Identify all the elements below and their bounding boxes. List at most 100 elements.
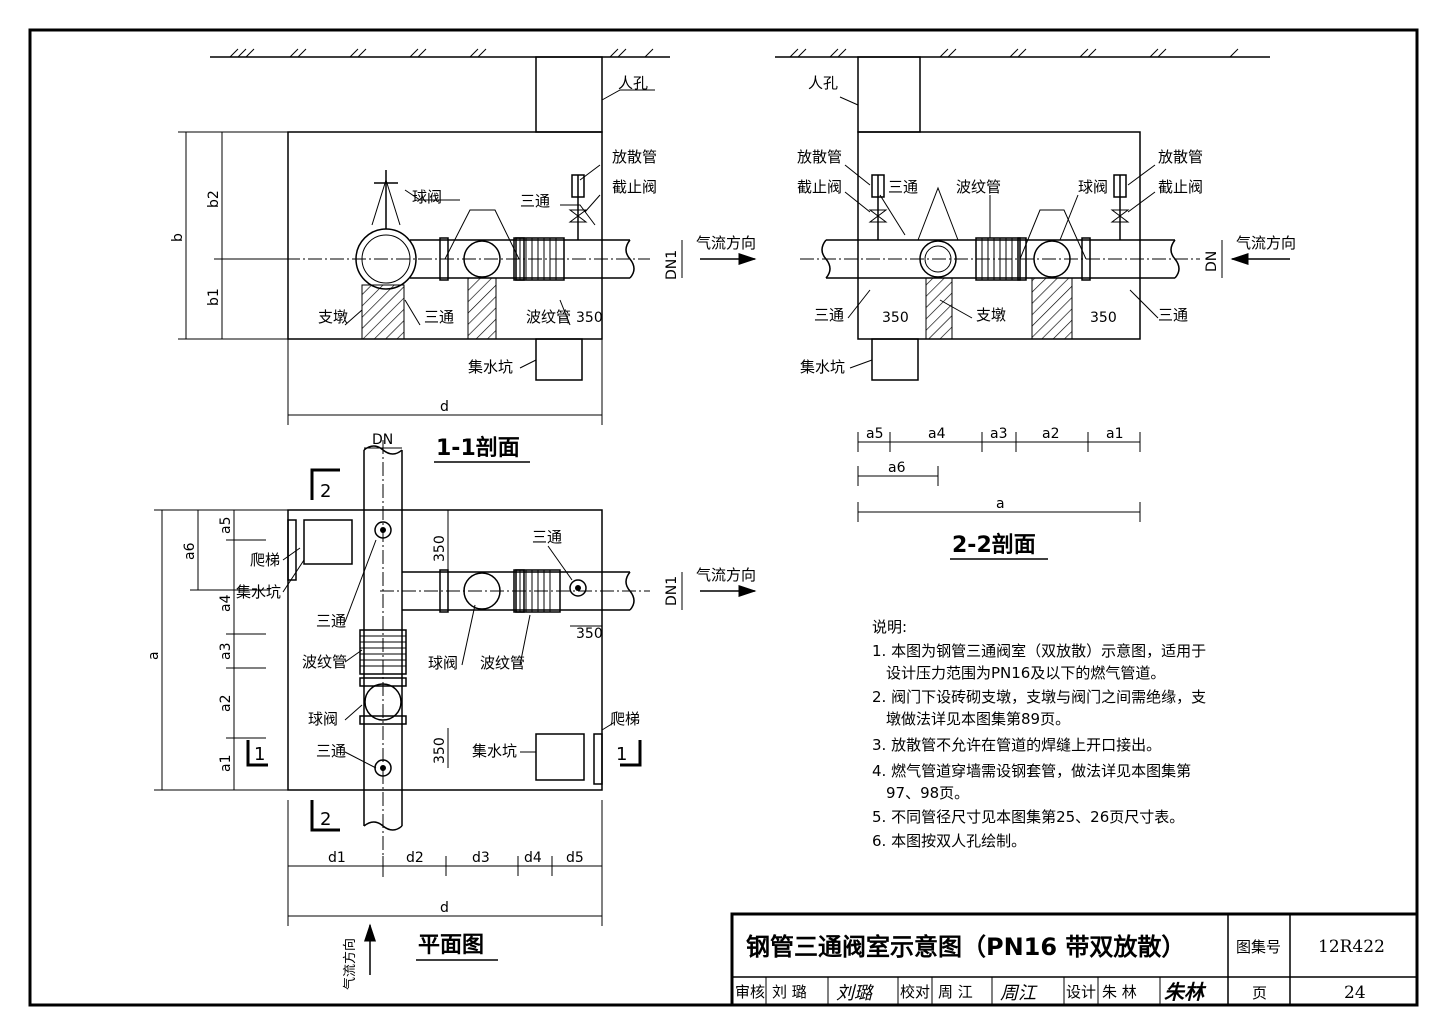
- title-section-1-1: 1-1剖面: [436, 435, 520, 461]
- page-value: 24: [1344, 983, 1366, 1003]
- label-stop-valve: 截止阀: [612, 178, 657, 196]
- section-1-1: 人孔 放散管 截止阀 球阀 三通 支墩 三通 波纹管 350 集水坑 气流方向 …: [170, 48, 757, 463]
- label-vent-pipe-right: 放散管: [1158, 148, 1203, 166]
- label-bellows: 波纹管: [526, 308, 571, 326]
- check-signature: 周江: [1000, 983, 1038, 1004]
- note-line: 6. 本图按双人孔绘制。: [872, 832, 1026, 850]
- sump-bottom: [535, 733, 585, 781]
- cut-mark-1-left: 1: [254, 744, 265, 765]
- dim-d1: d1: [328, 850, 346, 866]
- check-name: 周 江: [938, 983, 973, 1001]
- label-sump: 集水坑: [800, 358, 845, 376]
- label-manhole: 人孔: [808, 74, 838, 92]
- cut-mark-1-right: 1: [616, 744, 627, 765]
- label-support: 支墩: [318, 308, 348, 326]
- dim-b: b: [170, 233, 186, 242]
- dim-d2: d2: [406, 850, 424, 866]
- review-label: 审核: [735, 983, 765, 1001]
- dim-a4: a4: [218, 594, 234, 612]
- dim-d4: d4: [524, 850, 542, 866]
- label-support: 支墩: [976, 306, 1006, 324]
- sump-pit: [871, 338, 919, 381]
- label-tee: 三通: [316, 612, 346, 630]
- notes-heading: 说明:: [872, 618, 907, 636]
- cut-mark-2-bottom: 2: [320, 809, 331, 830]
- cut-mark-2-top: 2: [320, 481, 331, 502]
- label-bellows: 波纹管: [480, 654, 525, 672]
- label-tee: 三通: [316, 742, 346, 760]
- label-tee-right: 三通: [1158, 306, 1188, 324]
- dim-a4: a4: [928, 426, 946, 442]
- page-label: 页: [1252, 984, 1267, 1002]
- label-flow-direction: 气流方向: [1236, 234, 1296, 252]
- note-line: 2. 阀门下设砖砌支墩，支墩与阀门之间需绝缘，支: [872, 688, 1206, 706]
- dim-b1: b1: [206, 288, 222, 306]
- label-vent-pipe: 放散管: [612, 148, 657, 166]
- notes: 说明: 1. 本图为钢管三通阀室（双放散）示意图，适用于 设计压力范围为PN16…: [872, 618, 1206, 850]
- design-signature: 朱林: [1164, 980, 1207, 1004]
- support-pier: [361, 284, 405, 340]
- note-line: 1. 本图为钢管三通阀室（双放散）示意图，适用于: [872, 642, 1206, 660]
- label-ball-valve: 球阀: [1078, 178, 1108, 196]
- support-pier: [925, 277, 953, 340]
- dim-350: 350: [576, 626, 603, 642]
- dim-d5: d5: [566, 850, 584, 866]
- section-2-2: 人孔 放散管 放散管 截止阀 截止阀 三通 波纹管 球阀 三通 350 支墩 3…: [775, 48, 1296, 560]
- design-label: 设计: [1066, 983, 1096, 1001]
- dim-a6: a6: [182, 542, 198, 560]
- dim-b2: b2: [206, 190, 222, 208]
- drawing-title: 钢管三通阀室示意图（PN16 带双放散）: [746, 933, 1185, 961]
- label-ball-valve: 球阀: [412, 188, 442, 206]
- label-manhole: 人孔: [618, 74, 648, 92]
- chamber-section-1-1: [287, 131, 603, 340]
- label-vent-pipe-left: 放散管: [797, 148, 842, 166]
- label-flow-direction: 气流方向: [696, 566, 756, 584]
- label-sump: 集水坑: [468, 358, 513, 376]
- dim-a3: a3: [990, 426, 1008, 442]
- dim-dn: DN: [372, 432, 393, 448]
- label-tee-left: 三通: [814, 306, 844, 324]
- note-line: 3. 放散管不允许在管道的焊缝上开口接出。: [872, 736, 1161, 754]
- dim-a: a: [146, 651, 162, 660]
- dim-a2: a2: [1042, 426, 1060, 442]
- dim-a2: a2: [218, 695, 234, 713]
- dim-dn: DN: [1204, 251, 1220, 272]
- title-block: 钢管三通阀室示意图（PN16 带双放散） 图集号 12R422 页 24 审核 …: [730, 912, 1419, 1007]
- sump-top: [303, 519, 353, 565]
- dim-a3: a3: [218, 643, 234, 661]
- dim-350: 350: [432, 535, 448, 562]
- label-flow-direction: 气流方向: [696, 234, 756, 252]
- sump-pit: [535, 338, 583, 381]
- dim-350: 350: [1090, 310, 1117, 326]
- atlas-label: 图集号: [1236, 938, 1281, 956]
- label-tee: 三通: [520, 192, 550, 210]
- label-sump: 集水坑: [472, 742, 517, 760]
- dim-a1: a1: [218, 755, 234, 773]
- label-ladder: 爬梯: [250, 551, 280, 569]
- dim-a: a: [996, 496, 1005, 512]
- review-name: 刘 璐: [772, 983, 807, 1001]
- dim-a5: a5: [866, 426, 884, 442]
- note-line: 墩做法详见本图集第89页。: [886, 710, 1070, 728]
- note-line: 5. 不同管径尺寸见本图集第25、26页尺寸表。: [872, 808, 1184, 826]
- label-ball-valve: 球阀: [308, 710, 338, 728]
- sheet-border: [28, 28, 1419, 1007]
- dim-dn1: DN1: [664, 576, 680, 606]
- note-line: 97、98页。: [886, 784, 969, 802]
- dim-a1: a1: [1106, 426, 1124, 442]
- label-ball-valve: 球阀: [428, 654, 458, 672]
- label-sump: 集水坑: [236, 583, 281, 601]
- dim-a5: a5: [218, 517, 234, 535]
- label-bellows: 波纹管: [956, 178, 1001, 196]
- dim-dn1: DN1: [664, 250, 680, 280]
- plan-view: 2 2 1 1 DN a a6 a5 a4 a3 a2 a1 350 350 3…: [146, 432, 757, 990]
- label-stop-valve-right: 截止阀: [1158, 178, 1203, 196]
- title-section-2-2: 2-2剖面: [952, 532, 1036, 558]
- title-plan: 平面图: [418, 933, 484, 958]
- dim-350: 350: [432, 737, 448, 764]
- label-tee: 三通: [888, 178, 918, 196]
- review-signature: 刘璐: [836, 983, 874, 1004]
- label-tee: 三通: [532, 528, 562, 546]
- dim-350: 350: [882, 310, 909, 326]
